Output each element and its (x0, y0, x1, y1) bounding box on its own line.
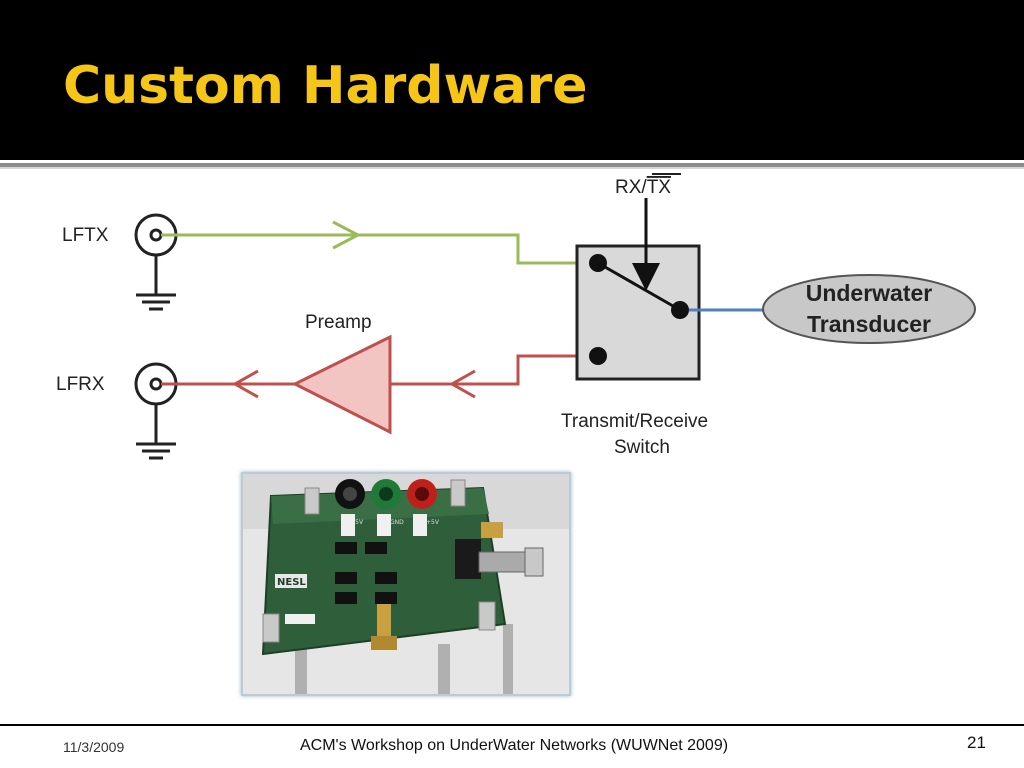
rxtx-control-arrow-icon (632, 198, 660, 291)
rxtx-label: RX/TX (615, 177, 671, 198)
switch-label-line1: Transmit/Receive (561, 411, 708, 432)
tx-signal-path (161, 220, 598, 265)
lftx-connector-icon (134, 213, 178, 311)
lfrx-connector-icon (134, 362, 178, 460)
lfrx-label: LFRX (56, 374, 105, 395)
slide-title: Custom Hardware (63, 56, 588, 116)
footer-conference: ACM's Workshop on UnderWater Networks (W… (300, 737, 729, 754)
switch-label-line2: Switch (614, 437, 670, 458)
footer-divider (0, 724, 1024, 726)
title-bar (0, 0, 1024, 160)
preamp-amplifier-icon (291, 334, 392, 435)
transducer-label-line1: Underwater (806, 280, 933, 306)
title-divider-light (0, 167, 1024, 169)
underwater-transducer (762, 274, 976, 344)
pin-label-neg5v: -5V (353, 519, 364, 526)
lftx-label: LFTX (62, 225, 109, 246)
hardware-photo: -5V GND +5V NESL (241, 472, 571, 696)
title-divider (0, 163, 1024, 167)
transmit-receive-switch (575, 244, 701, 381)
rx-signal-path (161, 354, 598, 399)
pin-label-gnd: GND (390, 519, 404, 526)
circuit-diagram: LFTX LFRX Preamp RX/TX Transmit/Rece (56, 173, 976, 460)
footer-date: 11/3/2009 (63, 739, 125, 755)
board-logo: NESL (277, 577, 306, 588)
pin-label-pos5v: +5V (426, 519, 440, 526)
transducer-label-line2: Transducer (807, 311, 931, 337)
circuit-board-image: -5V GND +5V NESL (243, 474, 569, 694)
preamp-label: Preamp (305, 312, 372, 333)
page-number: 21 (967, 733, 986, 752)
